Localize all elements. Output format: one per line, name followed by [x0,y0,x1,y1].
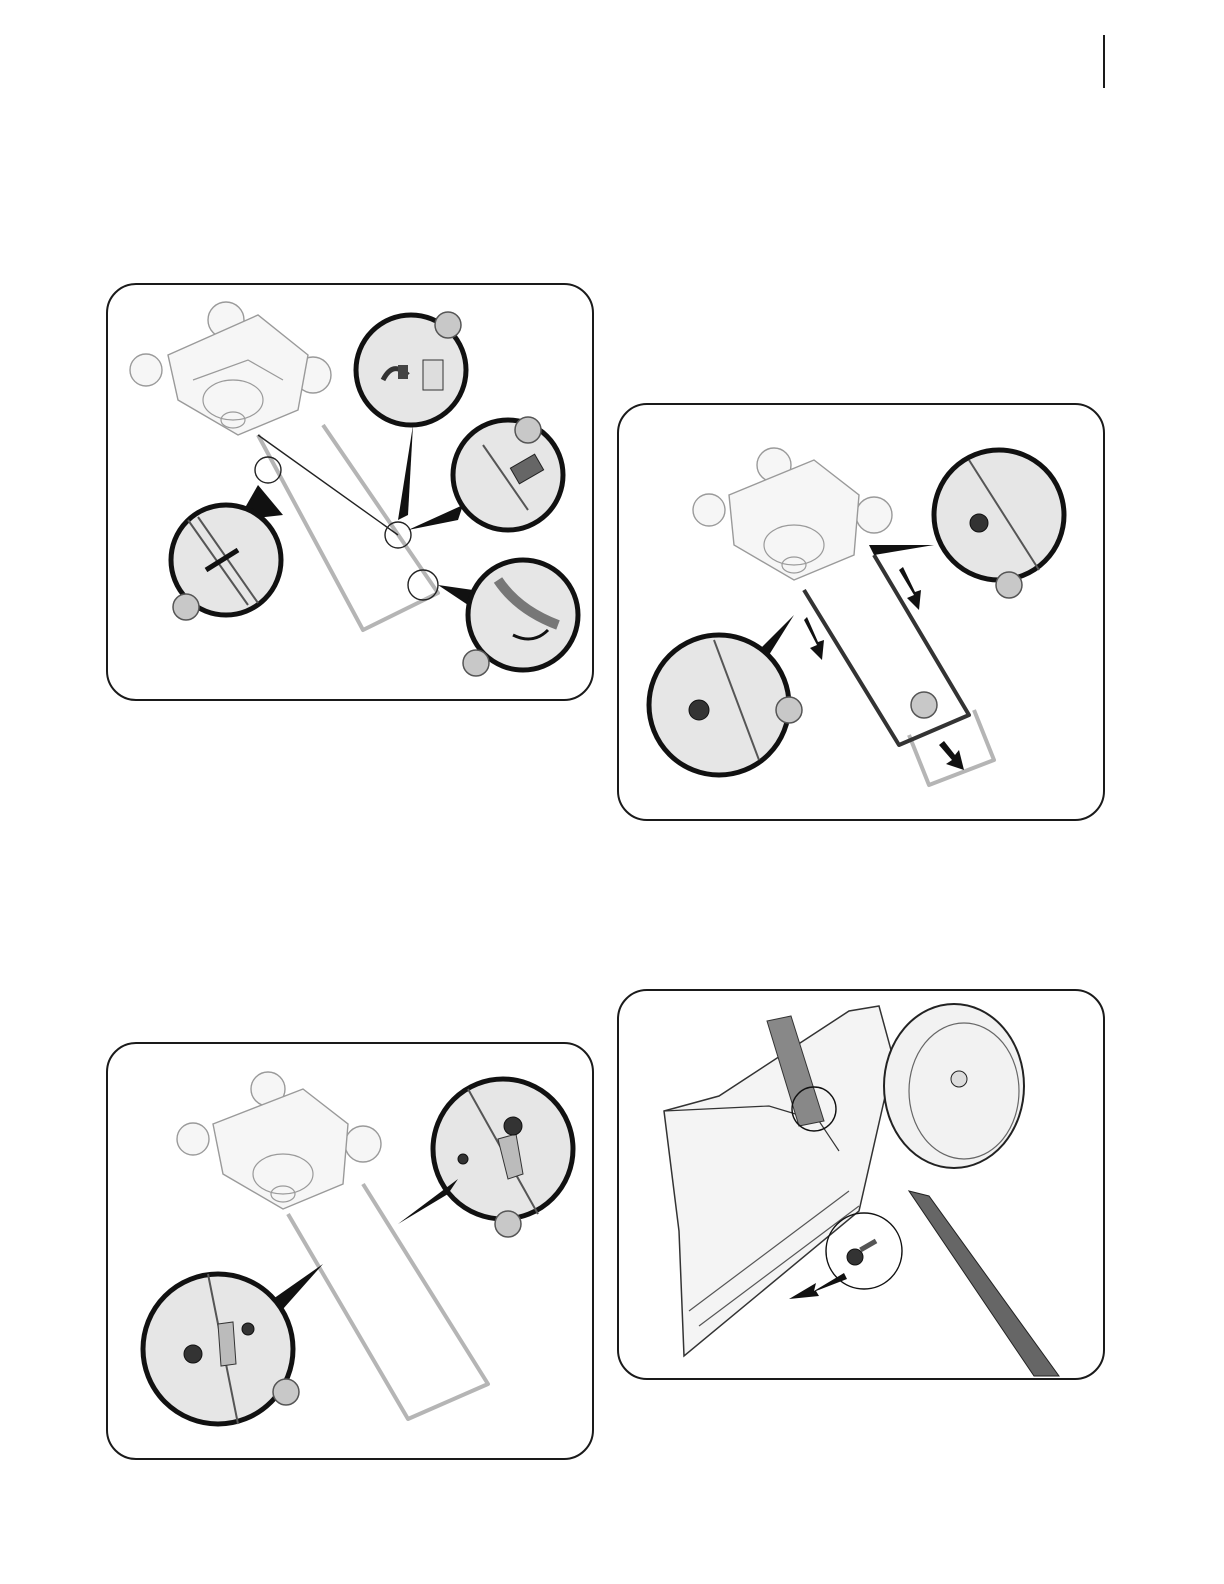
figure-2-illustration [619,405,1105,821]
handle-frame [288,1184,488,1419]
figure-3-panel [106,1042,594,1460]
figure-1-illustration [108,285,594,701]
handle-fold-detail-icon [463,560,578,676]
figure-3-illustration [108,1044,594,1460]
mower-underside-icon [693,448,892,580]
knob-detail-icon [453,417,563,530]
figure-4-illustration [619,991,1105,1380]
clip-detail-icon [356,312,466,425]
knob-icon [847,1239,877,1265]
knob-detail-right-icon [934,450,1064,598]
knob-detail-left-icon [649,635,937,775]
mower-underside-icon [130,302,331,435]
handle-frame [804,555,969,745]
bolt-knob-detail-left-icon [143,1274,299,1424]
cable-tie-detail-icon [171,505,281,620]
figure-2-panel [617,403,1105,821]
wheel-icon [884,1004,1024,1168]
bolt-knob-detail-right-icon [433,1079,573,1237]
mower-underside-icon [177,1072,381,1209]
pull-arrow-icon [789,1273,847,1299]
figure-4-panel [617,989,1105,1380]
figure-1-panel [106,283,594,701]
page-margin-rule [1103,35,1105,88]
